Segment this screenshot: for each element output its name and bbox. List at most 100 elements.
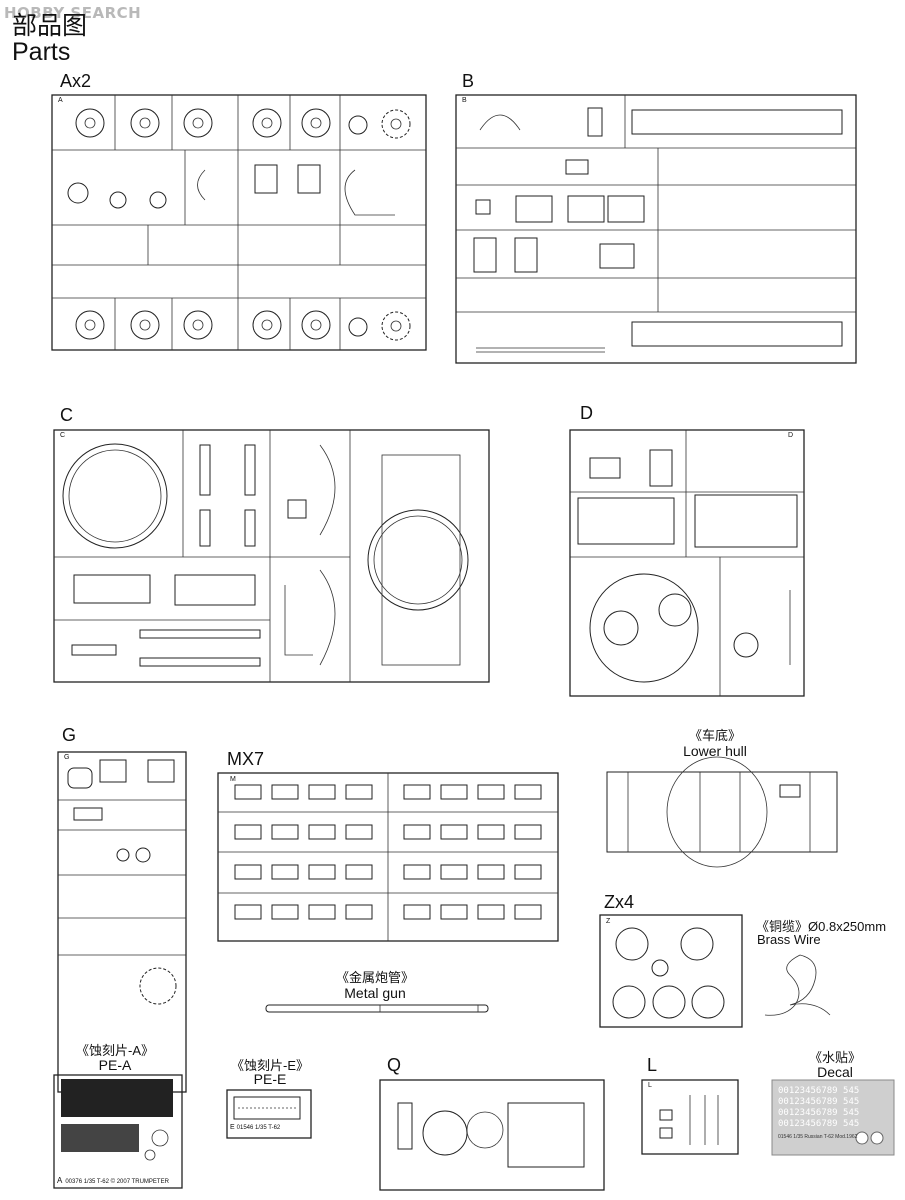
track-link (514, 864, 542, 880)
sprue-b-parts (473, 107, 843, 353)
track-link (234, 904, 262, 920)
sprue-a-frame (51, 94, 427, 351)
track-link (477, 864, 505, 880)
sprue-c-frame (53, 429, 490, 683)
sprue-z-frame (599, 914, 743, 1028)
sprue-g-tag: G (64, 754, 70, 761)
pe-a-caption-en: PE-A (98, 1057, 132, 1073)
decal-numbers: 00123456789 545 00123456789 545 00123456… (778, 1086, 890, 1130)
decal-code: 01546 1/35 Russian T-62 Mod.1962 (778, 1134, 858, 1140)
track-link (308, 904, 336, 920)
pe-e-caption-zh: 《蚀刻片-E》 (230, 1058, 309, 1073)
track-link (234, 824, 262, 840)
decal-sheet (771, 1079, 895, 1156)
track-link (308, 784, 336, 800)
sprue-b-tag: B (462, 97, 467, 104)
lower-hull-caption-en: Lower hull (683, 743, 747, 759)
track-link (403, 904, 431, 920)
decal-caption-zh: 《水贴》 (808, 1050, 861, 1065)
sprue-l-tag: L (648, 1082, 652, 1089)
sprue-z-tag: Z (606, 918, 611, 925)
sprue-m-tag: M (230, 776, 236, 783)
decal-row: 00123456789 545 (778, 1108, 860, 1118)
sprue-b-label: B (462, 71, 475, 91)
metal-gun-drawing (265, 1004, 489, 1013)
decal-row: 00123456789 545 (778, 1097, 860, 1107)
track-link (440, 904, 468, 920)
brass-wire-caption-en: Brass Wire (757, 932, 821, 947)
pe-a-tag: A (57, 1176, 63, 1185)
sprue-b-frame (455, 94, 857, 364)
track-link (514, 904, 542, 920)
track-link (271, 824, 299, 840)
track-link (477, 784, 505, 800)
track-link (271, 904, 299, 920)
track-link (514, 824, 542, 840)
sprue-g-parts (67, 759, 177, 1005)
brass-wire-drawing (764, 954, 831, 1016)
track-link (345, 864, 373, 880)
track-link (345, 824, 373, 840)
track-link (308, 824, 336, 840)
decal-caption-en: Decal (817, 1064, 853, 1080)
sprue-c-parts (62, 443, 469, 667)
lower-hull-caption-zh: 《车底》 (688, 728, 741, 743)
lower-hull-drawing (606, 756, 838, 868)
pe-a-sheet (53, 1074, 183, 1189)
sprue-m-frame (217, 772, 559, 942)
track-link (234, 864, 262, 880)
track-link (271, 864, 299, 880)
sprue-c-tag: C (60, 432, 66, 439)
track-link (271, 784, 299, 800)
brass-wire-caption-zh: 《铜缆》 (756, 919, 809, 934)
sprue-g-label: G (62, 725, 77, 745)
page-title-en: Parts (12, 38, 71, 66)
sprue-m-track-links (234, 784, 542, 920)
sprue-l-frame (641, 1079, 739, 1155)
track-link (477, 904, 505, 920)
pe-a-caption-zh: 《蚀刻片-A》 (75, 1043, 154, 1058)
sprue-a-label: Ax2 (60, 71, 92, 91)
track-link (308, 864, 336, 880)
sprue-q-label: Q (387, 1055, 402, 1075)
track-link (440, 824, 468, 840)
pe-e-sheet (226, 1089, 312, 1139)
track-link (234, 784, 262, 800)
decal-row: 00123456789 545 (778, 1119, 860, 1129)
sprue-d-frame (569, 429, 805, 697)
track-link (440, 784, 468, 800)
sprue-d-tag: D (788, 432, 794, 439)
track-link (345, 784, 373, 800)
metal-gun-caption-zh: 《金属炮管》 (335, 970, 414, 985)
pe-a-code: 00376 1/35 T-62 © 2007 TRUMPETER (65, 1179, 169, 1185)
sprue-d-parts (577, 449, 798, 683)
sprue-a-tag: A (58, 97, 63, 104)
track-link (345, 904, 373, 920)
page-title-zh: 部品图 (12, 12, 88, 40)
watermark: HOBBY SEARCH (4, 4, 142, 22)
brass-wire-caption-line1: 《铜缆》Ø0.8x250mm (756, 916, 886, 935)
sprue-z-label: Zx4 (604, 892, 635, 912)
metal-gun-caption-en: Metal gun (344, 985, 406, 1001)
pe-e-caption-en: PE-E (253, 1071, 287, 1087)
pe-e-tag: E (230, 1124, 235, 1131)
decal-row: 00123456789 545 (778, 1086, 860, 1096)
brass-wire-spec: Ø0.8x250mm (808, 919, 887, 934)
track-link (440, 864, 468, 880)
sprue-d-label: D (580, 403, 593, 423)
track-link (477, 824, 505, 840)
pe-e-code: 01546 1/35 T-62 (236, 1125, 281, 1131)
track-link (403, 864, 431, 880)
track-link (403, 824, 431, 840)
sprue-c-label: C (60, 405, 73, 425)
sprue-g-frame (57, 751, 187, 1093)
track-link (403, 784, 431, 800)
sprue-l-label: L (647, 1055, 658, 1075)
track-link (514, 784, 542, 800)
sprue-a-wheels (67, 108, 411, 341)
sprue-m-label: MX7 (227, 749, 265, 769)
sprue-q-frame (379, 1079, 605, 1191)
